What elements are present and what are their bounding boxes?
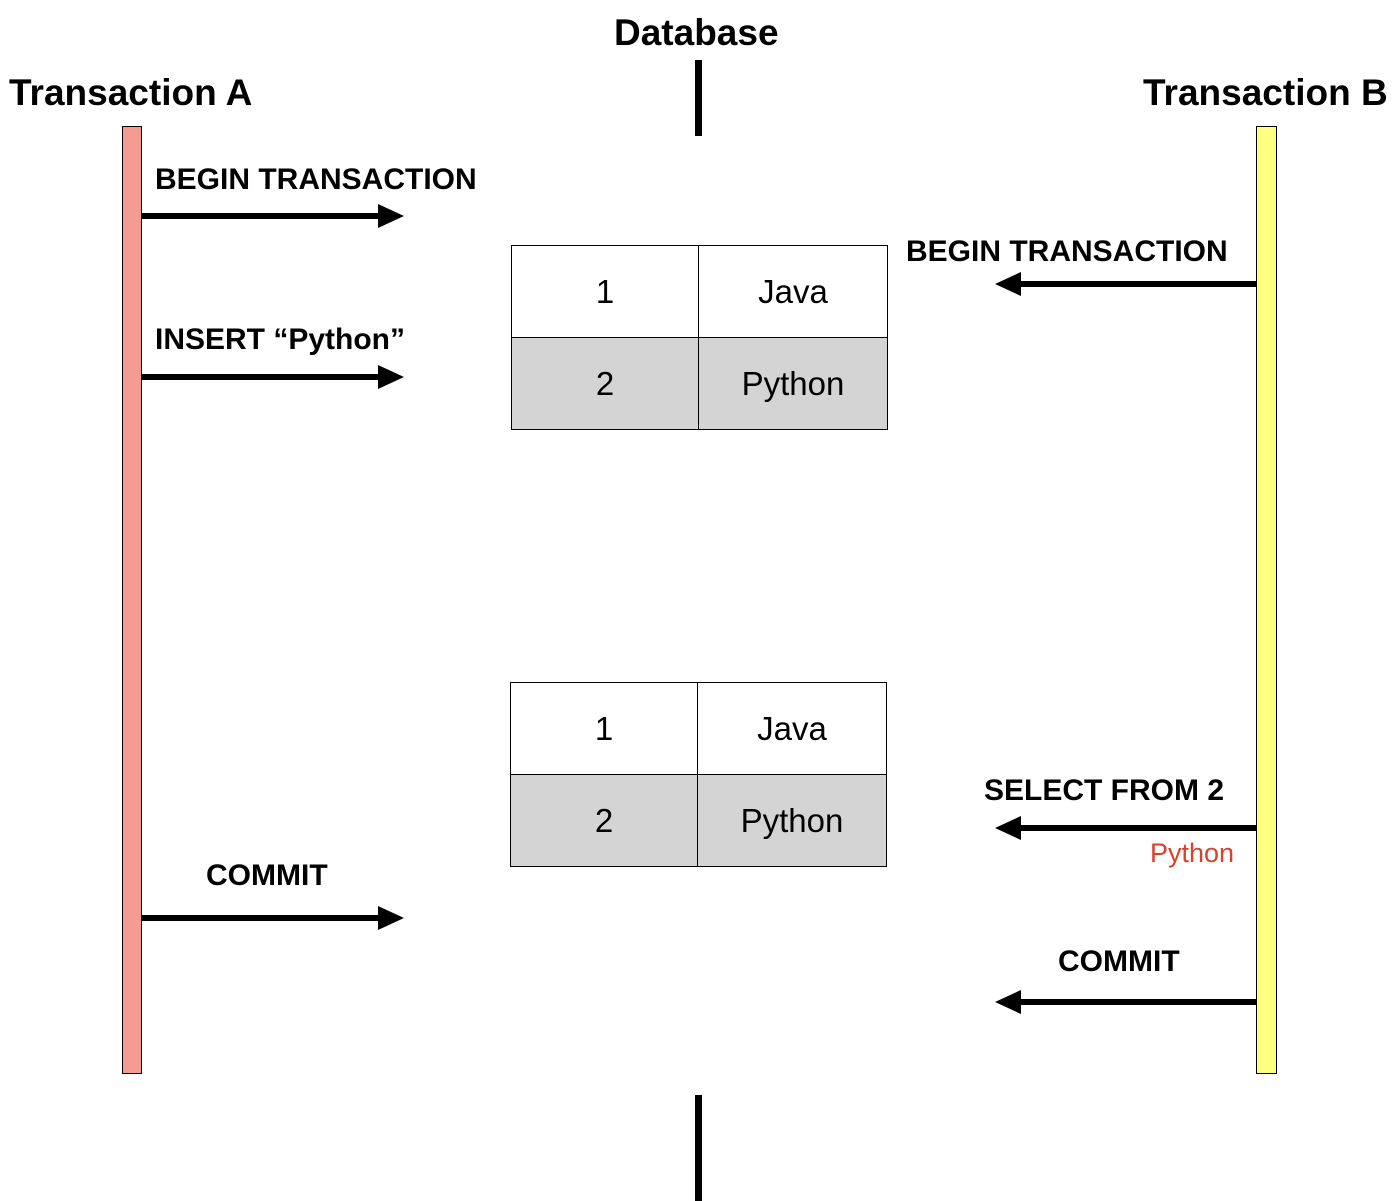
- b-commit-label: COMMIT: [1058, 945, 1180, 978]
- b-commit-arrow: [995, 988, 1257, 1016]
- table-row: 2 Python: [510, 774, 887, 867]
- row-id-cell: 2: [510, 774, 698, 867]
- database-table-state-2: 1 Java 2 Python: [510, 682, 887, 867]
- database-lifeline-bottom: [695, 1095, 702, 1201]
- row-value-cell: Python: [698, 337, 888, 430]
- table-row: 1 Java: [510, 682, 887, 775]
- a-begin-label: BEGIN TRANSACTION: [155, 163, 477, 196]
- b-select-arrow: [995, 814, 1257, 842]
- b-select-result: Python: [1150, 838, 1235, 868]
- transaction-a-lifeline: [122, 126, 142, 1074]
- transaction-b-lifeline: [1256, 126, 1277, 1074]
- table-row: 2 Python: [511, 337, 888, 430]
- row-id-cell: 2: [511, 337, 699, 430]
- b-begin-arrow: [995, 270, 1257, 298]
- database-table-state-1: 1 Java 2 Python: [511, 245, 888, 430]
- row-id-cell: 1: [510, 682, 698, 775]
- a-insert-arrow: [142, 363, 404, 391]
- b-begin-label: BEGIN TRANSACTION: [906, 235, 1228, 268]
- transaction-b-title: Transaction B: [1143, 72, 1388, 113]
- a-commit-label: COMMIT: [206, 859, 328, 892]
- database-lifeline-top: [695, 60, 702, 136]
- b-select-label: SELECT FROM 2: [984, 774, 1225, 807]
- row-id-cell: 1: [511, 245, 699, 338]
- row-value-cell: Java: [698, 245, 888, 338]
- row-value-cell: Python: [697, 774, 887, 867]
- database-title: Database: [614, 12, 779, 53]
- a-insert-label: INSERT “Python”: [155, 323, 406, 356]
- a-begin-arrow: [142, 202, 404, 230]
- a-commit-arrow: [142, 904, 404, 932]
- row-value-cell: Java: [697, 682, 887, 775]
- transaction-a-title: Transaction A: [9, 72, 253, 113]
- table-row: 1 Java: [511, 245, 888, 338]
